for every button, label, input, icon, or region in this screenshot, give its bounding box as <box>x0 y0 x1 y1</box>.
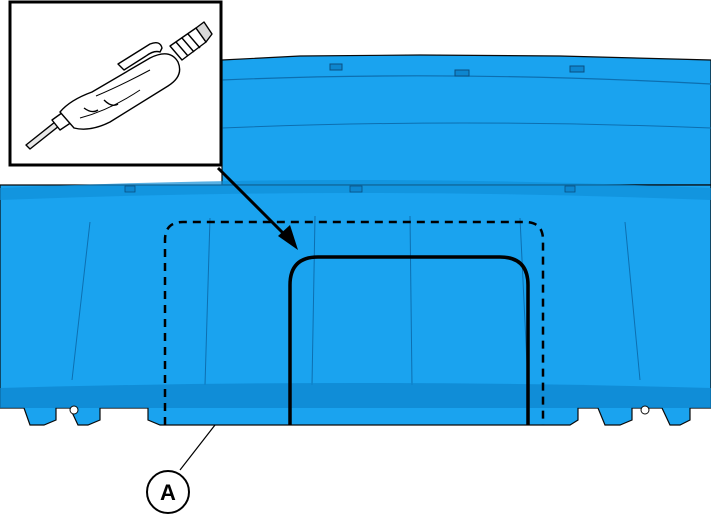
pointer-arrow <box>216 166 298 250</box>
callout-circle <box>146 470 190 514</box>
bumper-valance-ribs <box>71 215 641 386</box>
cut-line-solid <box>288 255 530 425</box>
reciprocating-saw-icon <box>25 21 213 150</box>
bumper-upper-crease <box>221 122 711 129</box>
bumper-lower-valance <box>0 184 711 426</box>
bumper-valance-lower-lip <box>0 383 711 408</box>
cut-boundary-dashed <box>163 220 545 425</box>
callout-a: A <box>146 424 216 514</box>
bumper-upper-clips <box>329 63 585 77</box>
bumper-valance-tabs <box>124 185 576 193</box>
tool-inset <box>8 0 223 167</box>
mounting-hole-right <box>640 405 650 415</box>
mounting-hole-left <box>69 405 79 415</box>
callout-leader-line <box>179 424 216 471</box>
rear-bumper-cover <box>0 54 711 426</box>
callout-label: A <box>160 480 176 505</box>
